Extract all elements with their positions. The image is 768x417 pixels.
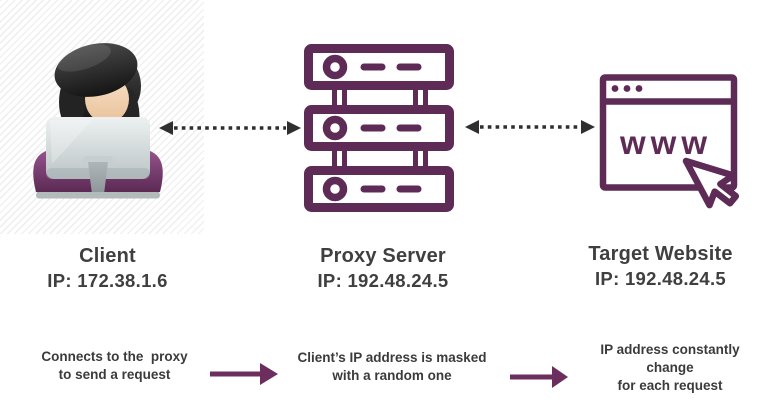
target-title: Target Website xyxy=(588,243,733,265)
proxy-ip: IP: 192.48.24.5 xyxy=(317,270,449,291)
step-line: to send a request xyxy=(58,367,171,382)
step-1-text: Connects to the proxy to send a request xyxy=(22,348,207,384)
monitor-sheen xyxy=(50,120,92,164)
proxy-label: Proxy Server IP: 192.48.24.5 xyxy=(293,244,473,293)
arrowhead-left-icon xyxy=(159,121,173,135)
server-light-icon xyxy=(322,54,348,80)
monitor-stand xyxy=(88,162,108,194)
client-label: Client IP: 172.38.1.6 xyxy=(15,244,200,293)
proxy-server-icon xyxy=(304,44,454,212)
arrowhead-left-icon xyxy=(465,120,479,134)
arrowhead-right-icon xyxy=(581,120,595,134)
person-at-computer-icon xyxy=(33,43,163,199)
cursor-arrow-icon xyxy=(682,157,740,209)
www-label: www xyxy=(619,124,712,161)
client-ip: IP: 172.38.1.6 xyxy=(47,270,168,291)
client-title: Client xyxy=(79,245,136,267)
target-website-icon: www xyxy=(599,74,740,209)
proxy-title: Proxy Server xyxy=(320,245,446,267)
step-line: for each request xyxy=(617,378,723,393)
monitor xyxy=(46,117,150,179)
server-light-icon xyxy=(322,115,348,141)
browser-window xyxy=(599,74,738,191)
step-line: Client’s IP address is masked xyxy=(297,350,487,365)
server-light-icon xyxy=(322,176,348,202)
dotted-arrow-client-proxy xyxy=(159,121,301,135)
person-hair-fringe xyxy=(54,43,138,97)
hair-highlight xyxy=(57,44,111,72)
step-line: with a random one xyxy=(332,368,452,383)
step-line: Connects to the proxy xyxy=(41,349,188,364)
desk-bar xyxy=(36,192,160,199)
step-arrow-2-icon xyxy=(510,366,568,388)
step-2-text: Client’s IP address is masked with a ran… xyxy=(281,349,503,385)
target-label: Target Website IP: 192.48.24.5 xyxy=(568,242,753,291)
browser-dots-icon xyxy=(611,85,643,92)
target-ip: IP: 192.48.24.5 xyxy=(594,268,726,289)
step-arrow-1-icon xyxy=(210,363,278,385)
dotted-arrow-proxy-target xyxy=(465,120,595,134)
step-line: change xyxy=(646,360,694,375)
step-3-text: IP address constantly change for each re… xyxy=(584,341,756,395)
arrowhead-right-icon xyxy=(287,121,301,135)
step-line: IP address constantly xyxy=(600,342,740,357)
